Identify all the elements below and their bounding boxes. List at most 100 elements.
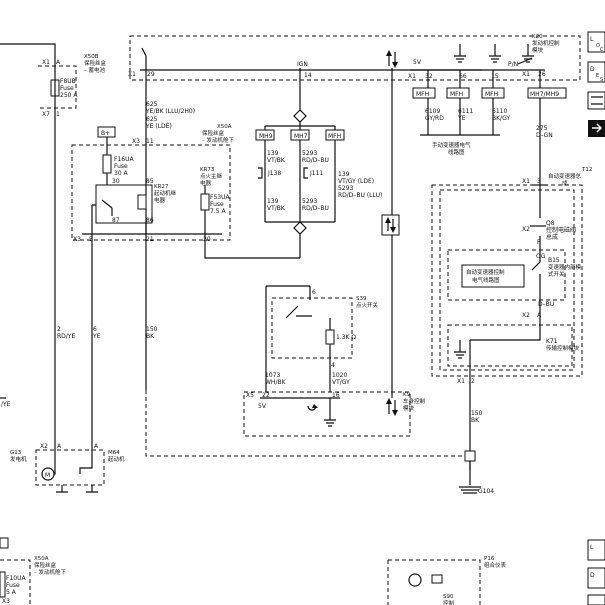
x50b-conn-bot: X7 — [42, 111, 50, 118]
mh7-mh9 — [527, 87, 567, 99]
t12-id: T12 — [581, 167, 592, 173]
x50b-name-2: – 蓄电池 — [84, 66, 105, 74]
s39-resistor — [325, 329, 335, 345]
bottom-x50a-l1: 保险丝盒 — [34, 561, 57, 569]
x50a-pin-5: 5 — [89, 236, 93, 243]
t12-pin-3: 3 — [537, 178, 541, 185]
bottom-left-box — [0, 537, 9, 549]
w150a: 150 — [146, 326, 158, 333]
w625b-color: YE (LDE) — [145, 123, 172, 130]
w139b-color: VT/GY (LDE) — [338, 178, 374, 185]
swap-arrows-icon[interactable] — [587, 91, 605, 110]
desc-icon[interactable] — [587, 61, 605, 83]
loc-icon[interactable] — [587, 31, 605, 53]
q8-id: Q8 — [546, 220, 555, 227]
left-wires: 2 RD/YE 6 YE 150 BK /YE — [0, 326, 470, 457]
loc-icon-bottom[interactable] — [587, 539, 605, 561]
f53ua-word: Fuse — [210, 201, 224, 208]
t12-pin-2: 2 — [471, 378, 475, 385]
w625a: 625 — [146, 101, 158, 108]
g13-conn: X2 — [40, 443, 48, 450]
loc-icon-o: O — [596, 43, 600, 49]
s39-res: 1.3K Ω — [336, 334, 356, 341]
kr27-p86: 86 — [146, 217, 154, 224]
mfh-3-label: MFH — [485, 91, 498, 98]
m64-pin-a: A — [94, 443, 99, 450]
k71-name: 传输控制模块 — [546, 344, 580, 352]
manual-trans-1: 手动变速器电气 — [432, 141, 471, 149]
k9-id: K9 — [403, 392, 411, 398]
s39-name: 点火开关 — [356, 301, 379, 309]
k20-5v: 5V — [413, 59, 422, 66]
auto-trans-l1: 自动变速器控制 — [466, 268, 505, 276]
t12-x2: X2 — [522, 226, 530, 233]
j138-label: J138 — [267, 170, 281, 177]
f53ua-amp: 7.5 A — [210, 208, 226, 215]
w5293a: 5293 — [302, 150, 317, 157]
loc-icon-c: C — [600, 47, 604, 53]
mfh-label: MFH — [328, 133, 341, 140]
t12-l2: 成 — [562, 179, 568, 187]
t12-pin-f: F — [537, 239, 541, 246]
k20-name-2: 模块 — [532, 46, 544, 54]
w6111-color: YE — [457, 115, 466, 122]
g13-id: G13 — [10, 450, 22, 456]
t12-x1: X1 — [522, 178, 530, 185]
bottom-x3: X3 — [2, 598, 10, 605]
p16-id: P16 — [484, 556, 495, 562]
x50a-x3b: X3 — [73, 236, 81, 243]
f16ua-fuse — [102, 154, 112, 174]
f53ua-fuse — [200, 193, 210, 211]
swap-arrows-icon-bottom[interactable] — [587, 594, 605, 605]
bottom-battery-icon — [431, 574, 443, 584]
k9-5v: 5V — [258, 403, 267, 410]
w6110: 6110 — [492, 108, 507, 115]
w1073-color: WH/BK — [265, 379, 287, 386]
x50a-pin-11: 11 — [146, 138, 154, 145]
s90-name: 控制 — [443, 599, 455, 605]
b15-id: B15 — [548, 257, 560, 264]
mfh-1 — [412, 87, 436, 99]
f16ua-word: Fuse — [114, 163, 128, 170]
k20-pin-26: 26 — [538, 71, 546, 78]
x50a-pin-21: 21 — [146, 236, 154, 243]
bottom-x50a-l2: – 发动机舱下 — [34, 568, 66, 576]
g13-m64: X2 A A G13 发电机 M64 起动机 M — [10, 443, 125, 493]
auto-trans-ref — [461, 264, 525, 288]
bottom-section: X50A 保险丝盒 – 发动机舱下 F10UA Fuse 5 A X3 P16 … — [0, 537, 507, 605]
t12-assembly: T12 自动变速器总 成 X1 3 Q8 控制电磁阀 总成 X2 F OG B1… — [431, 167, 592, 495]
g104: G104 — [478, 488, 494, 495]
x50a-fusebox: X50A 保险丝盒 – 发动机舱下 B+ X3 11 F16UA Fuse 30… — [71, 124, 234, 390]
w5293b: 5293 — [338, 185, 353, 192]
kr27-p30: 30 — [112, 178, 120, 185]
mfh-group: MFH MFH MFH MH7/MH9 6109 GY/RD 6111 YE 6… — [412, 70, 567, 180]
b-plus: B+ — [101, 130, 110, 137]
w6-color: YE — [92, 333, 101, 340]
q8-l2: 总成 — [546, 233, 558, 241]
w139c: 139 — [267, 198, 279, 205]
k20-id: K20 — [532, 34, 543, 40]
w6111: 6111 — [458, 108, 473, 115]
right-icon-column: L O C D E S L D — [587, 31, 605, 605]
k9-pin-22: 22 — [262, 392, 270, 399]
f8ub-amp: 250 A — [60, 92, 78, 99]
w5293c-color: RD/D–BU — [302, 205, 329, 212]
kr73-l2: 电器 — [200, 179, 212, 187]
k20-pin-66: 66 — [459, 73, 467, 80]
w625b: 625 — [146, 116, 158, 123]
k20-x1-b: X1 — [408, 73, 416, 80]
f10ua-id: F10UA — [6, 575, 26, 582]
t12-x2b: X2 — [522, 312, 530, 319]
t12-l1: 自动变速器总 — [548, 172, 582, 180]
splice — [464, 450, 476, 462]
w2: 2 — [57, 326, 61, 333]
manual-trans-2: 线路图 — [448, 148, 465, 156]
k9-module: X5 22 16 5V K9 车身控制 模块 — [243, 391, 426, 437]
kr27-l2: 电器 — [154, 196, 166, 204]
wire-625: 625 YE/BK (LLU/2H0) 625 YE (LDE) — [145, 70, 195, 390]
kr27-p87: 87 — [112, 217, 120, 224]
desc-icon-bottom[interactable] — [587, 567, 605, 589]
w150a-color: BK — [146, 333, 155, 340]
kr73-l1: 点火主继 — [200, 172, 223, 180]
w139b: 139 — [338, 171, 350, 178]
